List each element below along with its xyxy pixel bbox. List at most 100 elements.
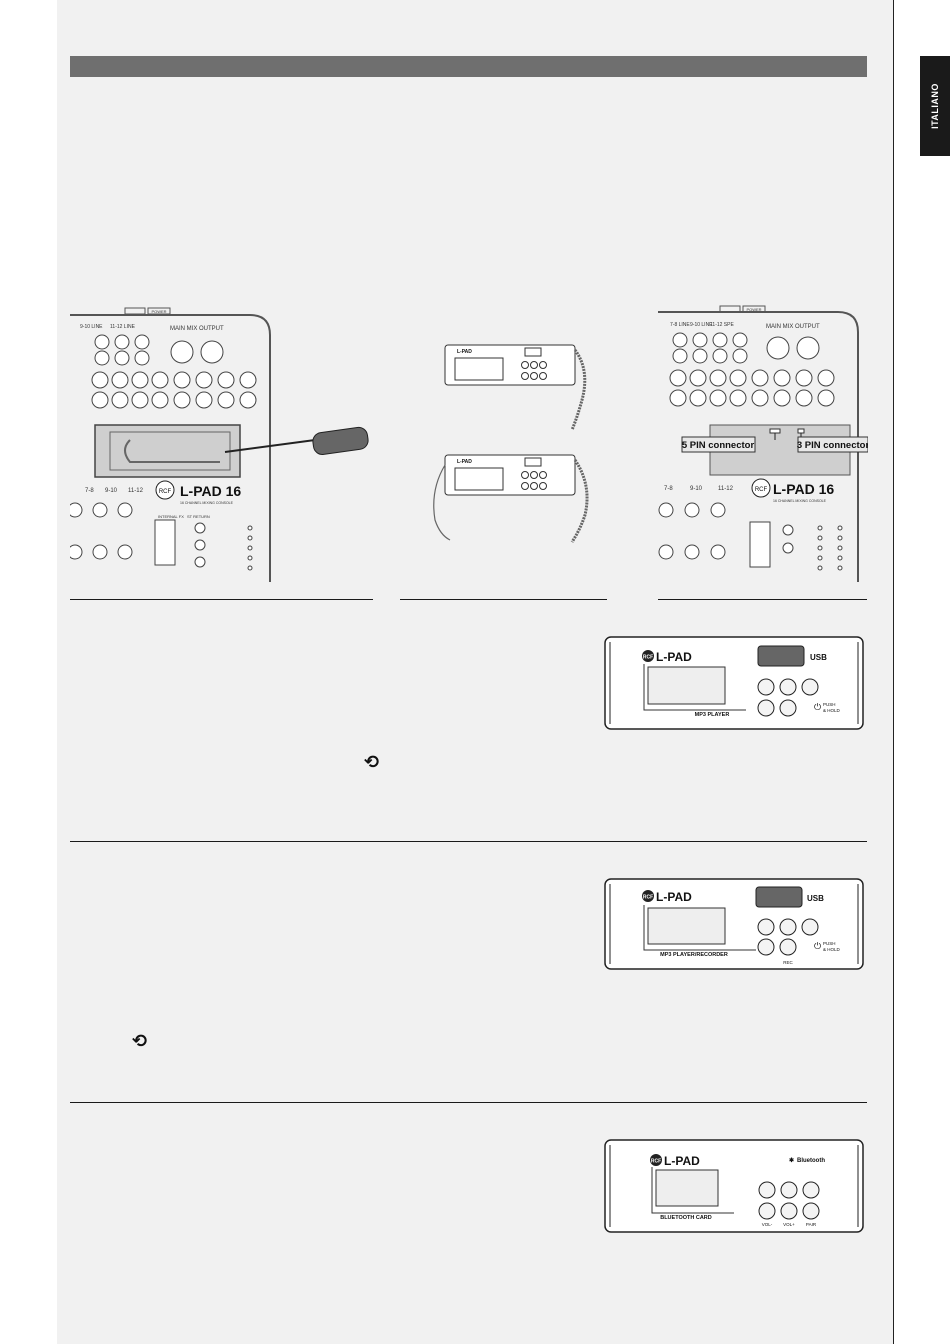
power-label-box xyxy=(147,307,171,315)
play-pause-button-icon[interactable] xyxy=(802,1181,820,1199)
usb-label-box xyxy=(124,307,146,315)
figure3-underline xyxy=(658,599,867,600)
jack-label: 9-10 LINE xyxy=(80,324,103,330)
mp3-player-card: RCF L-PAD MP3 PLAYER USB ⏻ PUSH & HOLD xyxy=(604,636,864,730)
expansion-cards-figure: L-PAD L-PAD xyxy=(400,290,606,582)
st-return-label: ST RETURN xyxy=(187,514,210,519)
svg-text:16 CHANNEL MIXING CONSOLE: 16 CHANNEL MIXING CONSOLE xyxy=(773,499,827,503)
usb-label: USB xyxy=(810,653,827,662)
card-slot-cover xyxy=(94,424,241,478)
svg-text:L-PAD: L-PAD xyxy=(457,349,472,355)
prev-button-icon[interactable] xyxy=(757,918,775,936)
svg-text:RCF: RCF xyxy=(651,1159,661,1165)
figure2-underline xyxy=(400,599,607,600)
svg-text:RCF: RCF xyxy=(755,487,768,493)
pair-button[interactable] xyxy=(802,1202,820,1220)
svg-text:16 CHANNEL MIXING CONSOLE: 16 CHANNEL MIXING CONSOLE xyxy=(180,501,234,505)
prev-button-icon[interactable] xyxy=(758,1181,776,1199)
internal-fx-label: INTERNAL FX xyxy=(158,514,184,519)
play-pause-button-icon[interactable] xyxy=(757,699,775,717)
3pin-socket xyxy=(797,428,805,434)
main-mix-label: MAIN MIX OUTPUT xyxy=(766,324,820,330)
jack-label: 9-10 LINE xyxy=(690,322,713,328)
channel-label: 7-8 xyxy=(85,488,94,494)
5pin-socket xyxy=(769,428,781,434)
svg-text:RCF: RCF xyxy=(643,895,653,901)
svg-text:PUSH: PUSH xyxy=(823,702,836,707)
section-divider xyxy=(70,1102,867,1103)
card-logo: RCF L-PAD xyxy=(650,1154,700,1168)
mp3-player-card-small: L-PAD xyxy=(444,344,587,431)
section-divider xyxy=(70,841,867,842)
card-name-label: MP3 PLAYER/RECORDER xyxy=(660,952,728,958)
vol-up-button[interactable] xyxy=(780,1202,798,1220)
card-buttons: REC ⏻ PUSH & HOLD xyxy=(757,918,841,965)
svg-text:RCF: RCF xyxy=(643,655,653,661)
page-edge-rule xyxy=(893,0,894,1344)
pair-label: PAIR xyxy=(806,1222,817,1227)
card-logo: RCF L-PAD xyxy=(642,890,692,904)
repeat-icon: ⟲ xyxy=(364,752,380,773)
main-mix-label: MAIN MIX OUTPUT xyxy=(170,326,224,332)
power-icon: ⏻ xyxy=(814,941,821,951)
svg-text:RCF: RCF xyxy=(159,489,172,495)
5pin-connector-callout xyxy=(681,436,756,453)
mp3-recorder-card: RCF L-PAD MP3 PLAYER/RECORDER USB REC ⏻ … xyxy=(604,878,864,970)
svg-text:L-PAD: L-PAD xyxy=(656,650,692,664)
usb-port[interactable] xyxy=(755,886,803,908)
card-display xyxy=(655,1169,719,1207)
language-tab[interactable]: ITALIANO xyxy=(920,56,950,156)
card-name-label: MP3 PLAYER xyxy=(695,712,730,718)
vol-down-button[interactable] xyxy=(758,1202,776,1220)
power-icon: ⏻ xyxy=(814,702,821,712)
jack-label: 11-12 SPE xyxy=(710,322,734,328)
language-tab-label: ITALIANO xyxy=(930,83,941,129)
card-logo: RCF L-PAD xyxy=(642,650,692,664)
record-button-icon[interactable] xyxy=(779,938,797,956)
power-text: POWER xyxy=(746,307,761,312)
channel-label: 7-8 xyxy=(664,486,673,492)
channel-label: 11-12 xyxy=(128,488,144,494)
next-button-icon[interactable] xyxy=(780,1181,798,1199)
card-buttons: ⏻ PUSH & HOLD xyxy=(757,678,841,717)
card-buttons: VOL- VOL+ PAIR xyxy=(758,1181,820,1227)
section-title-bar xyxy=(70,56,867,77)
svg-text:L-PAD: L-PAD xyxy=(457,459,472,465)
usb-label: USB xyxy=(807,894,824,903)
svg-text:L-PAD 16: L-PAD 16 xyxy=(773,481,834,497)
play-pause-button-icon[interactable] xyxy=(757,938,775,956)
console-screwdriver-figure: POWER 9-10 LINE 11-12 LINE MAIN MIX OUTP… xyxy=(70,290,372,582)
bluetooth-label: Bluetooth xyxy=(797,1158,825,1164)
screwdriver xyxy=(224,426,369,455)
prev-button-icon[interactable] xyxy=(757,678,775,696)
power-text: POWER xyxy=(151,309,166,314)
repeat-button-icon[interactable] xyxy=(801,678,819,696)
rec-label: REC xyxy=(783,960,793,965)
svg-text:& HOLD: & HOLD xyxy=(823,947,841,952)
stop-button-icon[interactable] xyxy=(779,699,797,717)
figure1-underline xyxy=(70,599,373,600)
repeat-button-icon[interactable] xyxy=(801,918,819,936)
card-display xyxy=(647,666,726,705)
svg-text:L-PAD: L-PAD xyxy=(664,1154,700,1168)
jack-label: 11-12 LINE xyxy=(110,324,136,330)
console-brand: RCF L-PAD 16 16 CHANNEL MIXING CONSOLE xyxy=(751,478,834,503)
channel-label: 9-10 xyxy=(690,486,703,492)
vol-down-label: VOL- xyxy=(762,1222,773,1227)
vol-up-label: VOL+ xyxy=(783,1222,795,1227)
svg-text:L-PAD 16: L-PAD 16 xyxy=(180,483,241,499)
card-name-label: BLUETOOTH CARD xyxy=(660,1215,712,1221)
bluetooth-card: RCF L-PAD ✱ Bluetooth BLUETOOTH CARD VOL… xyxy=(604,1139,864,1233)
svg-text:& HOLD: & HOLD xyxy=(823,708,841,713)
console-brand: RCF L-PAD 16 16 CHANNEL MIXING CONSOLE xyxy=(155,480,241,505)
usb-port[interactable] xyxy=(757,645,805,667)
mp3-recorder-card-small: L-PAD xyxy=(433,454,589,543)
next-button-icon[interactable] xyxy=(779,678,797,696)
card-display xyxy=(647,907,726,945)
next-button-icon[interactable] xyxy=(779,918,797,936)
3pin-connector-label: 3 PIN connector xyxy=(797,440,868,451)
repeat-icon: ⟲ xyxy=(132,1031,148,1052)
bluetooth-icon: ✱ xyxy=(789,1157,794,1164)
svg-text:PUSH: PUSH xyxy=(823,941,836,946)
channel-label: 9-10 xyxy=(105,488,118,494)
